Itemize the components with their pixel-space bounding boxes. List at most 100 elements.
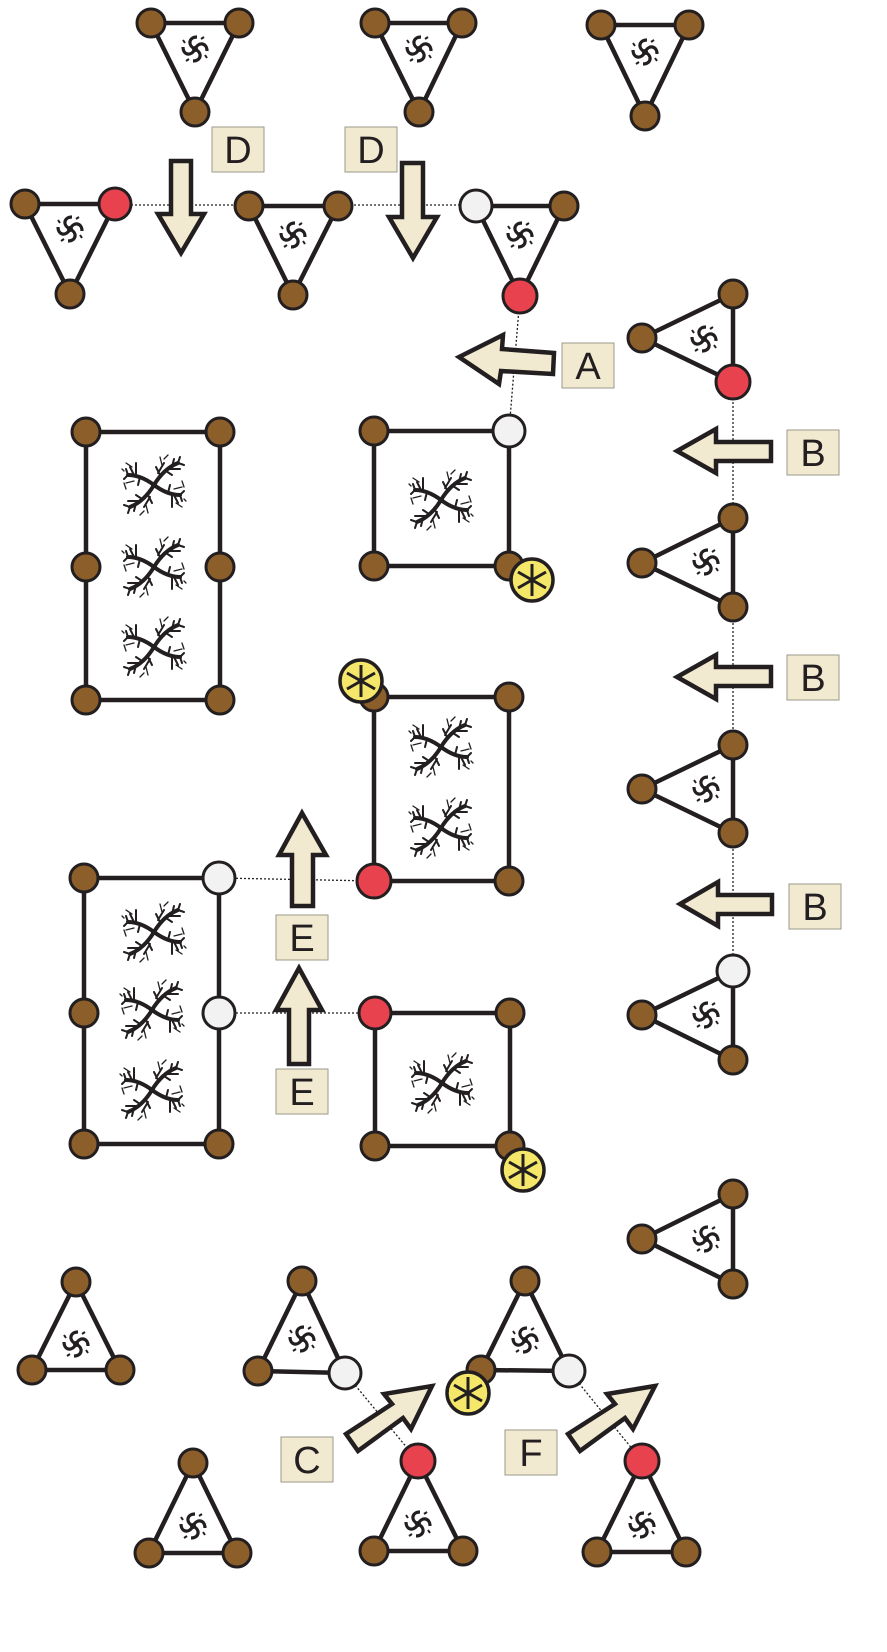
label-c: C [280, 1436, 334, 1483]
label-e-1-text: E [289, 918, 314, 960]
node [447, 1535, 479, 1567]
triangle-top-3 [585, 9, 705, 132]
triangle-bottom-2 [242, 1265, 363, 1391]
asterisk-node-icon [509, 557, 555, 603]
node [493, 681, 525, 713]
label-c-text: C [293, 1440, 320, 1482]
arrow-a [454, 331, 557, 388]
node [626, 773, 658, 805]
arrow-e-2 [272, 963, 326, 1067]
node [670, 1536, 702, 1568]
triangle-bottom-6 [581, 1442, 702, 1568]
triangle-top-1 [135, 7, 255, 128]
red-node [623, 1442, 661, 1480]
node [717, 817, 749, 849]
label-b-3-text: B [802, 887, 827, 929]
white-node [715, 953, 751, 989]
arrow-e-1 [275, 808, 330, 909]
node [509, 1265, 541, 1297]
node [223, 7, 255, 39]
dotted-link [508, 295, 521, 432]
label-b-2: B [786, 654, 840, 701]
node [403, 96, 435, 128]
node [135, 7, 167, 39]
node [717, 591, 749, 623]
node [673, 9, 705, 41]
label-b-1: B [786, 429, 840, 476]
arrow-b-1 [672, 425, 774, 477]
node [204, 416, 236, 448]
label-b-1-text: B [800, 433, 825, 475]
node [16, 1354, 48, 1386]
node [717, 1044, 749, 1076]
asterisk-node-icon [338, 658, 384, 704]
red-node [355, 862, 393, 900]
node [493, 865, 525, 897]
label-b-2-text: B [800, 658, 825, 700]
asterisk-node-icon [500, 1147, 546, 1193]
red-node [399, 1442, 437, 1480]
white-node [551, 1353, 587, 1389]
triangle-row2-2 [233, 190, 354, 311]
triangle-bottom-4 [133, 1447, 253, 1569]
node [221, 1537, 253, 1569]
triangle-row2-3 [458, 188, 580, 315]
label-e-2: E [275, 1068, 329, 1115]
node [177, 1447, 209, 1479]
white-node [458, 188, 494, 224]
rectangle-left-lower [68, 860, 237, 1160]
node [68, 1128, 100, 1160]
triangle-right-1 [626, 278, 752, 401]
label-a-text: A [575, 346, 601, 388]
node [70, 684, 102, 716]
node [358, 1535, 390, 1567]
node [179, 96, 211, 128]
node [277, 279, 309, 311]
label-f-text: F [519, 1433, 542, 1475]
square-middle-upper [358, 413, 555, 603]
triangle-right-5 [626, 1178, 749, 1300]
node [494, 997, 526, 1029]
node [717, 502, 749, 534]
red-node [97, 186, 133, 222]
node [203, 1128, 235, 1160]
node [548, 190, 580, 222]
node [233, 190, 265, 222]
white-node [491, 413, 527, 449]
node [133, 1537, 165, 1569]
triangle-right-4 [626, 953, 751, 1076]
node [626, 547, 658, 579]
triangle-right-2 [626, 502, 749, 623]
arrow-b-2 [672, 651, 774, 703]
red-node [501, 277, 539, 315]
red-node [714, 363, 752, 401]
white-node [201, 860, 237, 896]
arrow-c [342, 1383, 436, 1455]
triangle-row2-1 [9, 186, 133, 310]
white-node [327, 1355, 363, 1391]
node [54, 278, 86, 310]
node [60, 1266, 92, 1298]
node [204, 684, 236, 716]
node [358, 550, 390, 582]
label-e-2-text: E [289, 1072, 314, 1114]
label-f: F [504, 1429, 558, 1476]
label-d-1: D [211, 126, 265, 173]
node [68, 997, 100, 1029]
arrow-d-2 [385, 160, 441, 263]
node [359, 7, 391, 39]
node [717, 1268, 749, 1300]
triangle-bottom-3 [445, 1265, 587, 1416]
label-e-1: E [275, 914, 329, 961]
triangle-bottom-left [16, 1266, 136, 1386]
node [626, 999, 658, 1031]
node [242, 1355, 274, 1387]
node [717, 729, 749, 761]
arrow-b-3 [675, 878, 775, 930]
node [626, 1223, 658, 1255]
node [68, 862, 100, 894]
node [70, 551, 102, 583]
node [322, 190, 354, 222]
node [629, 100, 661, 132]
